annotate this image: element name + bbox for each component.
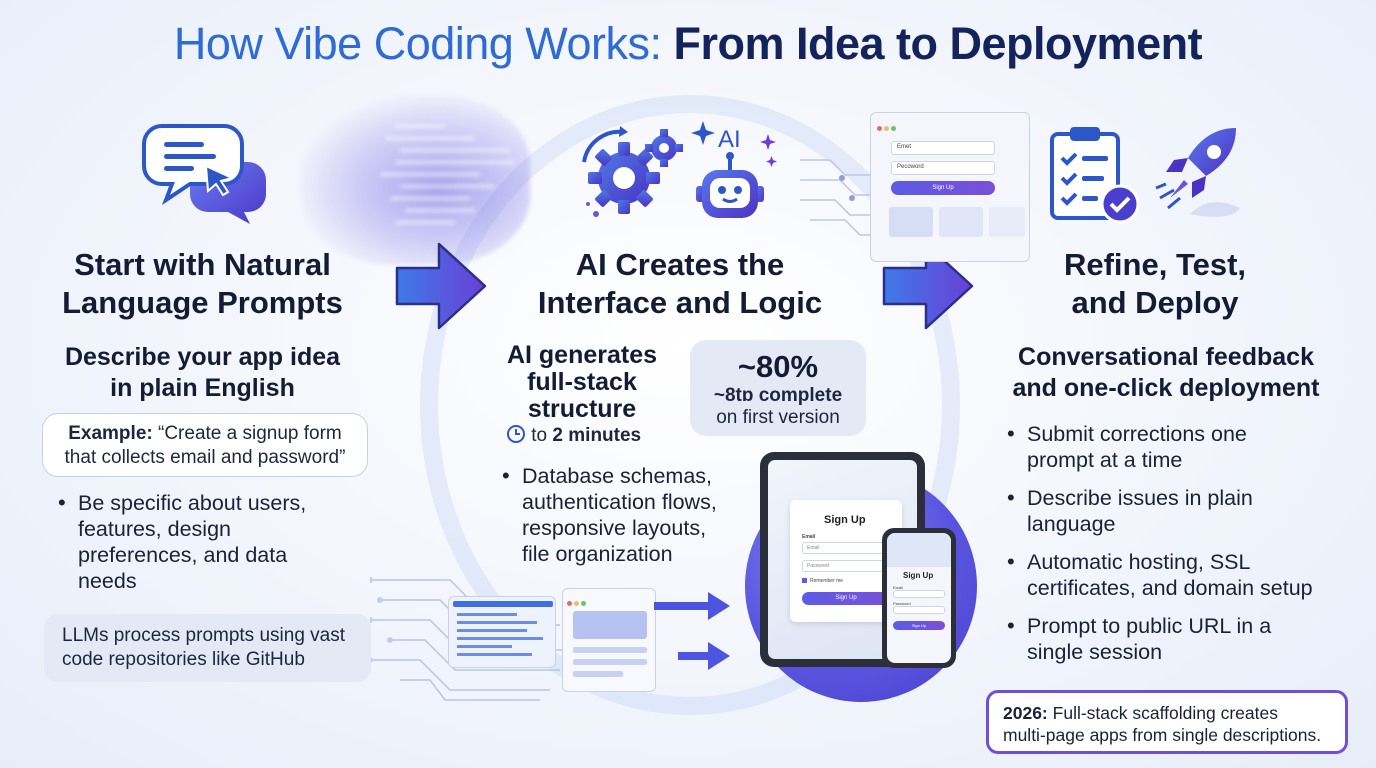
tablet-form-title: Sign Up xyxy=(824,514,866,526)
footer-line1: Full-stack scaffolding creates xyxy=(1052,703,1278,723)
clock-icon xyxy=(507,425,525,443)
phone-form-title: Sign Up xyxy=(903,571,934,580)
ai-badge: AI xyxy=(718,126,741,153)
step2-sub-line1: AI generates xyxy=(506,341,658,369)
step1-bullet-list: Be specific about users, features, desig… xyxy=(56,490,356,594)
step1-sub-line2: in plain English xyxy=(110,374,295,402)
arrow-right-icon-2 xyxy=(882,242,974,330)
example-text-1: “Create a signup form xyxy=(158,423,342,444)
gears-icon xyxy=(582,126,683,217)
step3-bullet-list: Submit corrections one prompt at a time … xyxy=(1005,421,1350,665)
step2-bullet-list: Database schemas, authentication flows, … xyxy=(500,463,760,567)
step2-heading-line1: AI Creates the xyxy=(575,247,785,282)
step1-heading-line2: Language Prompts xyxy=(62,285,343,320)
page-title: How Vibe Coding Works: From Idea to Depl… xyxy=(0,18,1376,70)
step1-subheading: Describe your app idea in plain English xyxy=(30,342,375,404)
step3-subheading: Conversational feedback and one-click de… xyxy=(982,342,1350,404)
step2-sub-line3: structure xyxy=(527,395,637,423)
browser-signup-button: Sign Up xyxy=(891,181,995,195)
step2-heading-line2: Interface and Logic xyxy=(537,285,823,320)
sparkle-icon xyxy=(691,121,715,145)
step3-heading-line1: Refine, Test, xyxy=(1063,247,1247,282)
step3-sub-line1: Conversational feedback xyxy=(1018,343,1314,371)
arrow-right-icon xyxy=(395,242,487,330)
robot-icon: AI xyxy=(691,121,777,218)
step3-bullet: Automatic hosting, SSL certificates, and… xyxy=(1005,549,1350,601)
browser-password-field: Pecoword xyxy=(897,164,924,170)
phone-mockup: Sign Up Email Password Sign Up xyxy=(882,528,956,668)
chat-bubble-cursor-icon xyxy=(142,124,266,224)
completion-stat-box: ~80% ~8tɒ complete on first version xyxy=(690,340,866,436)
rocket-icon xyxy=(1155,128,1240,217)
step1-heading-line1: Start with Natural xyxy=(74,247,331,282)
step2-heading: AI Creates the Interface and Logic xyxy=(510,246,850,322)
clipboard-checklist-icon xyxy=(1050,127,1140,224)
step1-bullet: Be specific about users, features, desig… xyxy=(56,490,356,594)
stat-line1: ~8tɒ complete xyxy=(713,385,843,406)
tablet-signup-button: Sign Up xyxy=(802,592,890,605)
code-window-mockup xyxy=(448,596,556,668)
step2-bullet: Database schemas, authentication flows, … xyxy=(500,463,760,567)
footer-label: 2026: xyxy=(1003,703,1048,723)
step3-heading-line2: and Deploy xyxy=(1071,285,1239,320)
step3-bullet: Describe issues in plain language xyxy=(1005,485,1350,537)
stat-line2: on first version xyxy=(716,407,840,428)
browser-email-field: Emet xyxy=(897,144,912,150)
llm-note-box: LLMs process prompts using vast code rep… xyxy=(44,614,371,682)
generation-time: to 2 minutes xyxy=(506,424,641,447)
title-part-1: How Vibe Coding Works: xyxy=(173,18,662,69)
step2-sub-line2: full-stack xyxy=(527,368,637,396)
title-part-2: From Idea to Deployment xyxy=(673,18,1203,69)
note-line1: LLMs process prompts using vast xyxy=(62,625,346,646)
example-text-2: that collects email and password” xyxy=(64,447,346,468)
step3-bullet: Submit corrections one prompt at a time xyxy=(1005,421,1350,473)
note-line2: code repositories like GitHub xyxy=(62,649,305,670)
browser-signup-mockup: Emet Pecoword Sign Up xyxy=(870,112,1030,262)
step3-heading: Refine, Test, and Deploy xyxy=(990,246,1320,322)
example-prompt-box: Example: “Create a signup form that coll… xyxy=(42,413,368,477)
small-arrows-decoration xyxy=(654,592,730,670)
step1-heading: Start with Natural Language Prompts xyxy=(30,246,375,322)
footer-note-box: 2026: Full-stack scaffolding creates mul… xyxy=(986,690,1348,754)
code-cloud-decoration xyxy=(300,95,530,265)
step1-sub-line1: Describe your app idea xyxy=(64,343,341,371)
step3-bullet: Prompt to public URL in a single session xyxy=(1005,613,1350,665)
footer-line2: multi-page apps from single descriptions… xyxy=(1003,725,1322,745)
example-label: Example: xyxy=(68,423,153,444)
step2-subheading: AI generates full-stack structure xyxy=(496,342,668,423)
stat-percent: ~80% xyxy=(737,349,819,384)
step3-sub-line2: and one-click deployment xyxy=(1012,374,1320,402)
circuit-lines-decoration-2 xyxy=(800,159,880,236)
layout-window-mockup xyxy=(562,588,656,692)
phone-signup-button: Sign Up xyxy=(893,621,945,630)
